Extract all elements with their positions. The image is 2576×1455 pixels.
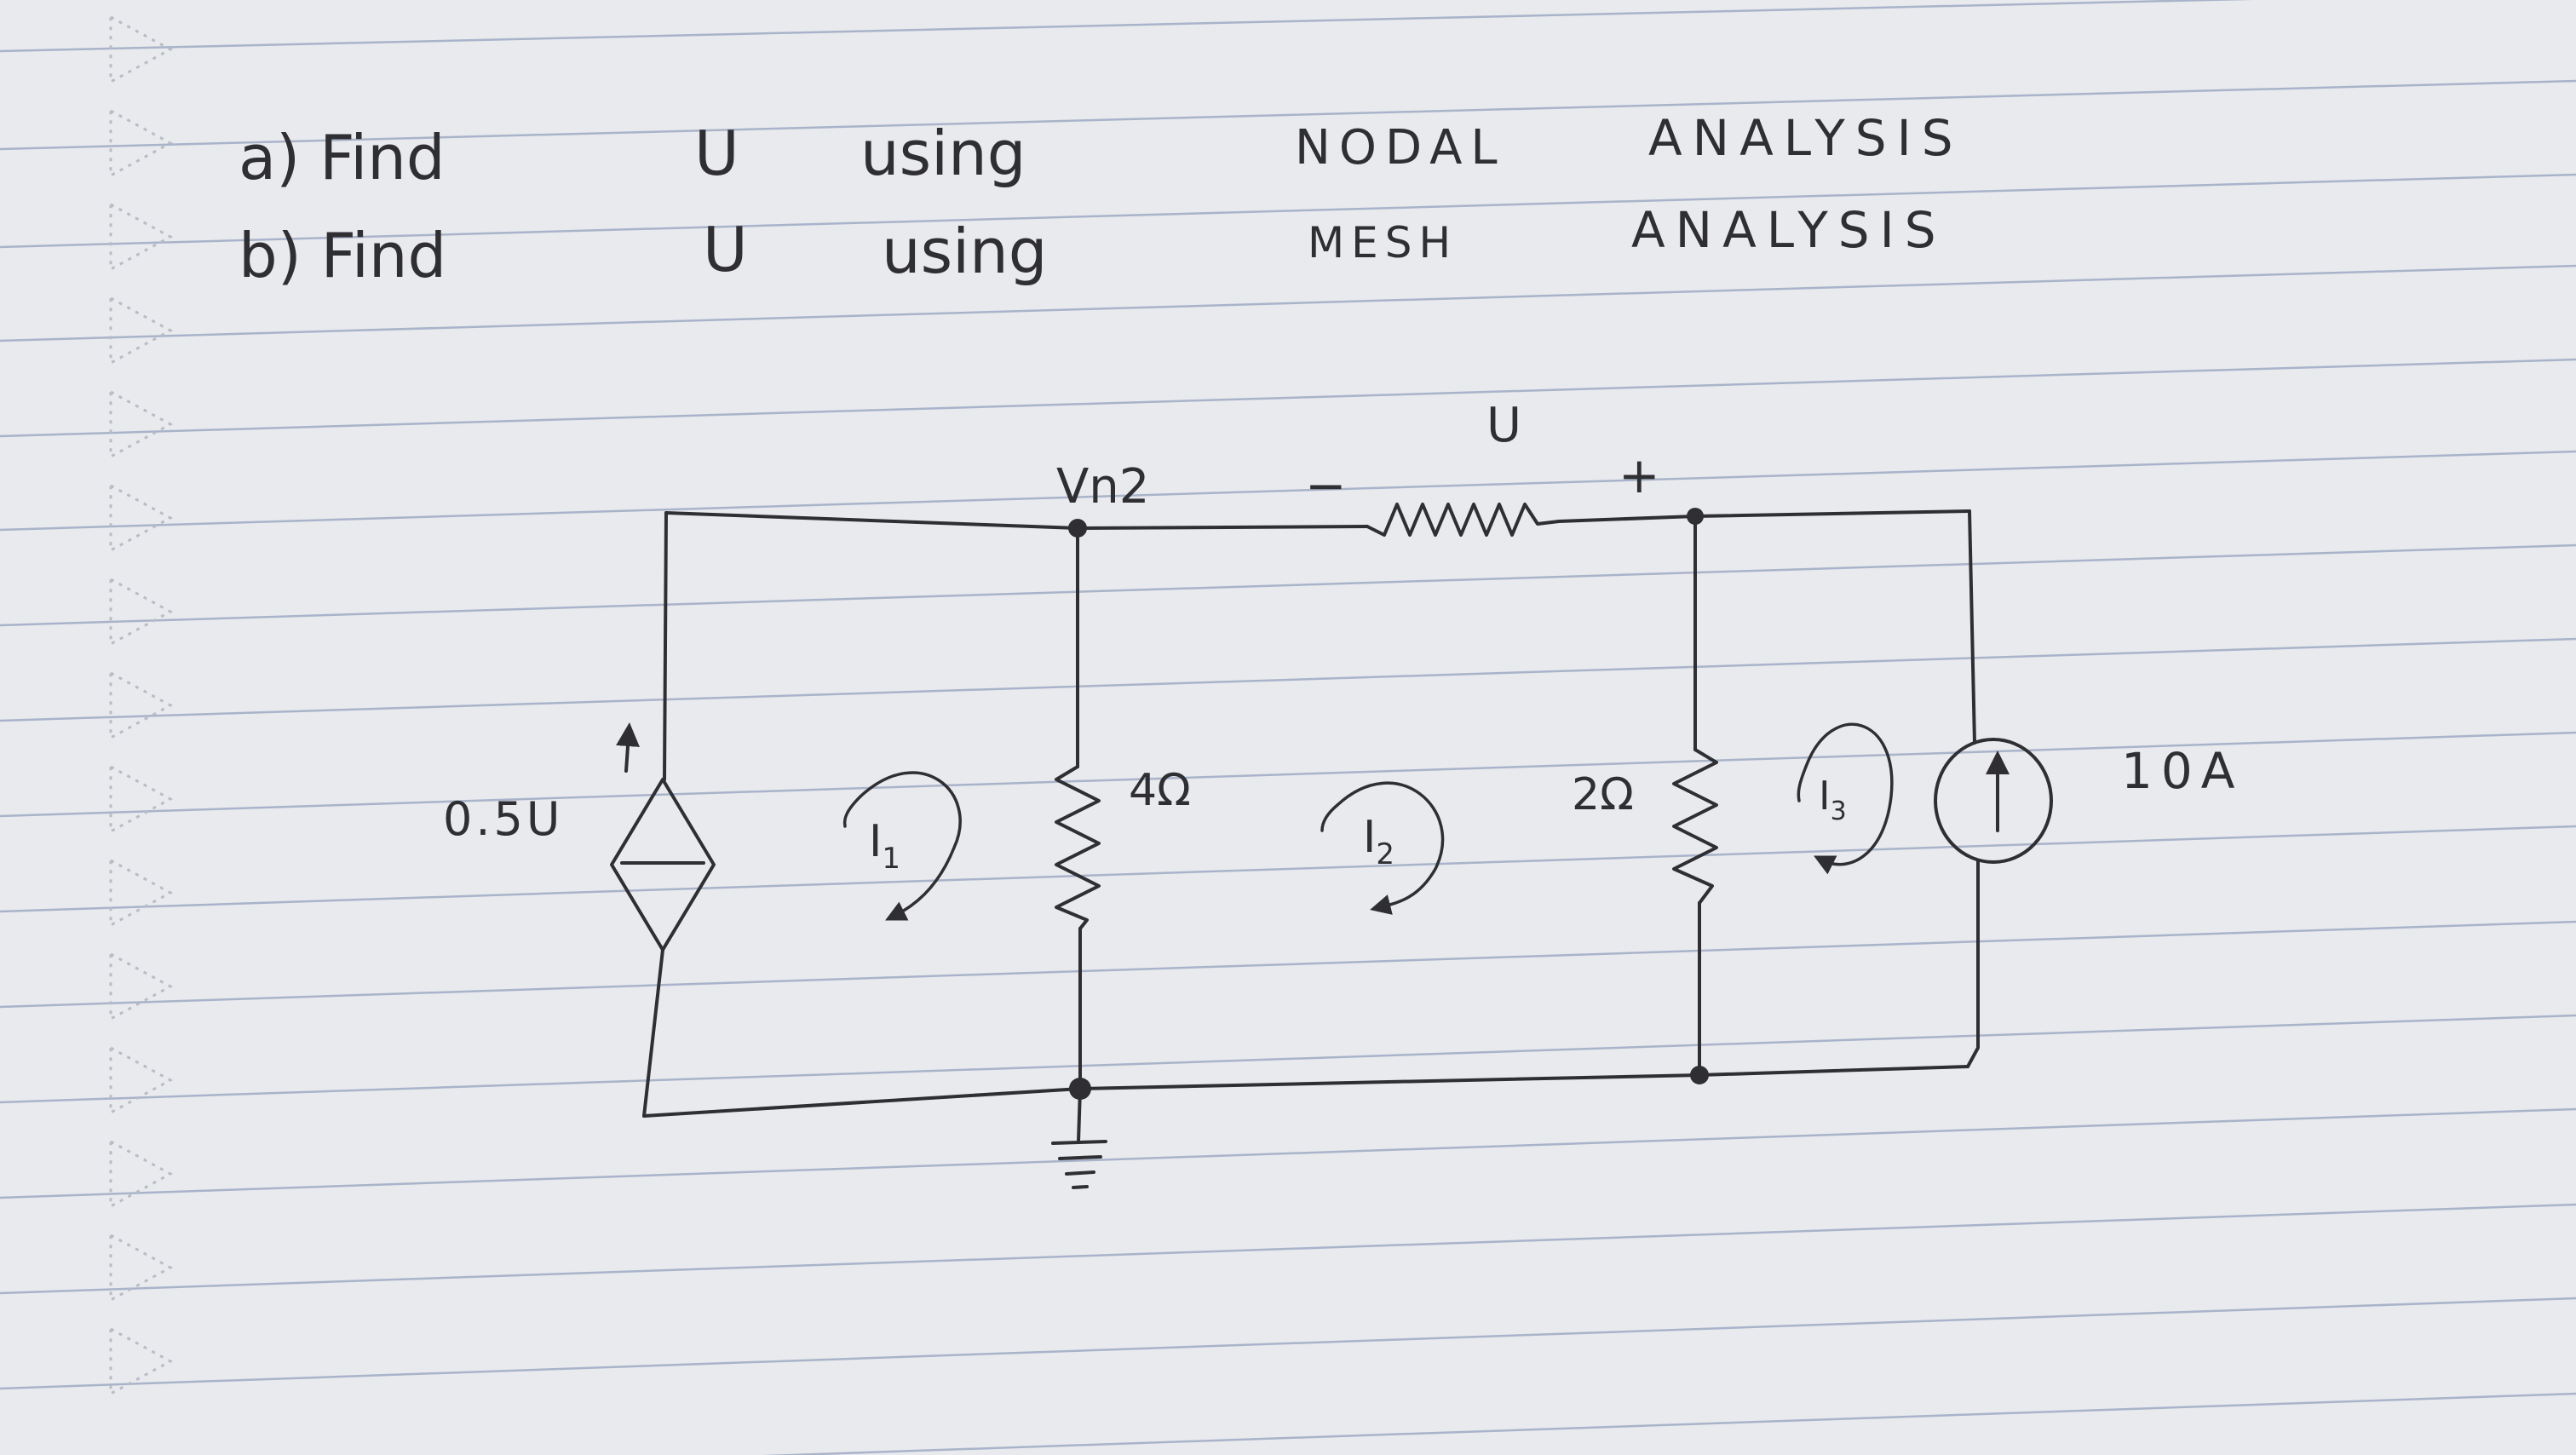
line-b-prefix: b) Find [239,220,446,291]
node-vn2 [1068,519,1087,538]
line-b-analysis: ANALYSIS [1631,201,1946,259]
wire-left-upper [663,511,668,781]
wire-top-left [664,511,1079,530]
mesh-loop-i2 [1320,781,1445,915]
line-b-word: using [882,216,1047,287]
resistor-top-minus: − [1305,457,1347,515]
node-top-right [1687,508,1704,525]
line-a-method: NODAL [1295,120,1506,175]
wire-right-upper [1968,509,1976,745]
dependent-source-label: 0.5U [443,792,563,846]
line-a-word: using [860,118,1026,189]
line-a-prefix: a) Find [239,122,446,193]
line-b-method: MESH [1308,218,1458,267]
wire-right-lower [1966,859,1980,1068]
independent-current-source [1934,738,2053,864]
dependent-current-source [610,778,716,952]
mesh-loop-i1 [842,771,962,921]
line-b-var: U [703,214,748,285]
resistor-2ohm-label: 2Ω [1572,769,1634,820]
resistor-top-u [1366,503,1561,537]
wire-top-mid [1076,525,1369,530]
wire-left-lower [642,948,664,1118]
node-ground [1069,1078,1091,1100]
resistor-top-label: U [1486,398,1521,453]
node-bottom-right [1690,1066,1709,1084]
resistor-4ohm [1055,765,1101,930]
dependent-source-arrow [616,722,640,773]
line-a-var: U [694,118,739,189]
line-a-analysis: ANALYSIS [1648,109,1964,167]
resistor-top-plus: + [1619,446,1660,504]
mesh-loop-i3 [1797,722,1894,875]
resistor-2ohm [1672,748,1718,905]
problem-statement: a) Find U using NODAL ANALYSIS b) Find U… [239,109,1964,291]
node-label-vn2: Vn2 [1056,459,1149,515]
resistor-4ohm-label: 4Ω [1129,765,1191,816]
wire-bottom [642,1065,1969,1118]
current-source-label: 10A [2121,742,2243,800]
